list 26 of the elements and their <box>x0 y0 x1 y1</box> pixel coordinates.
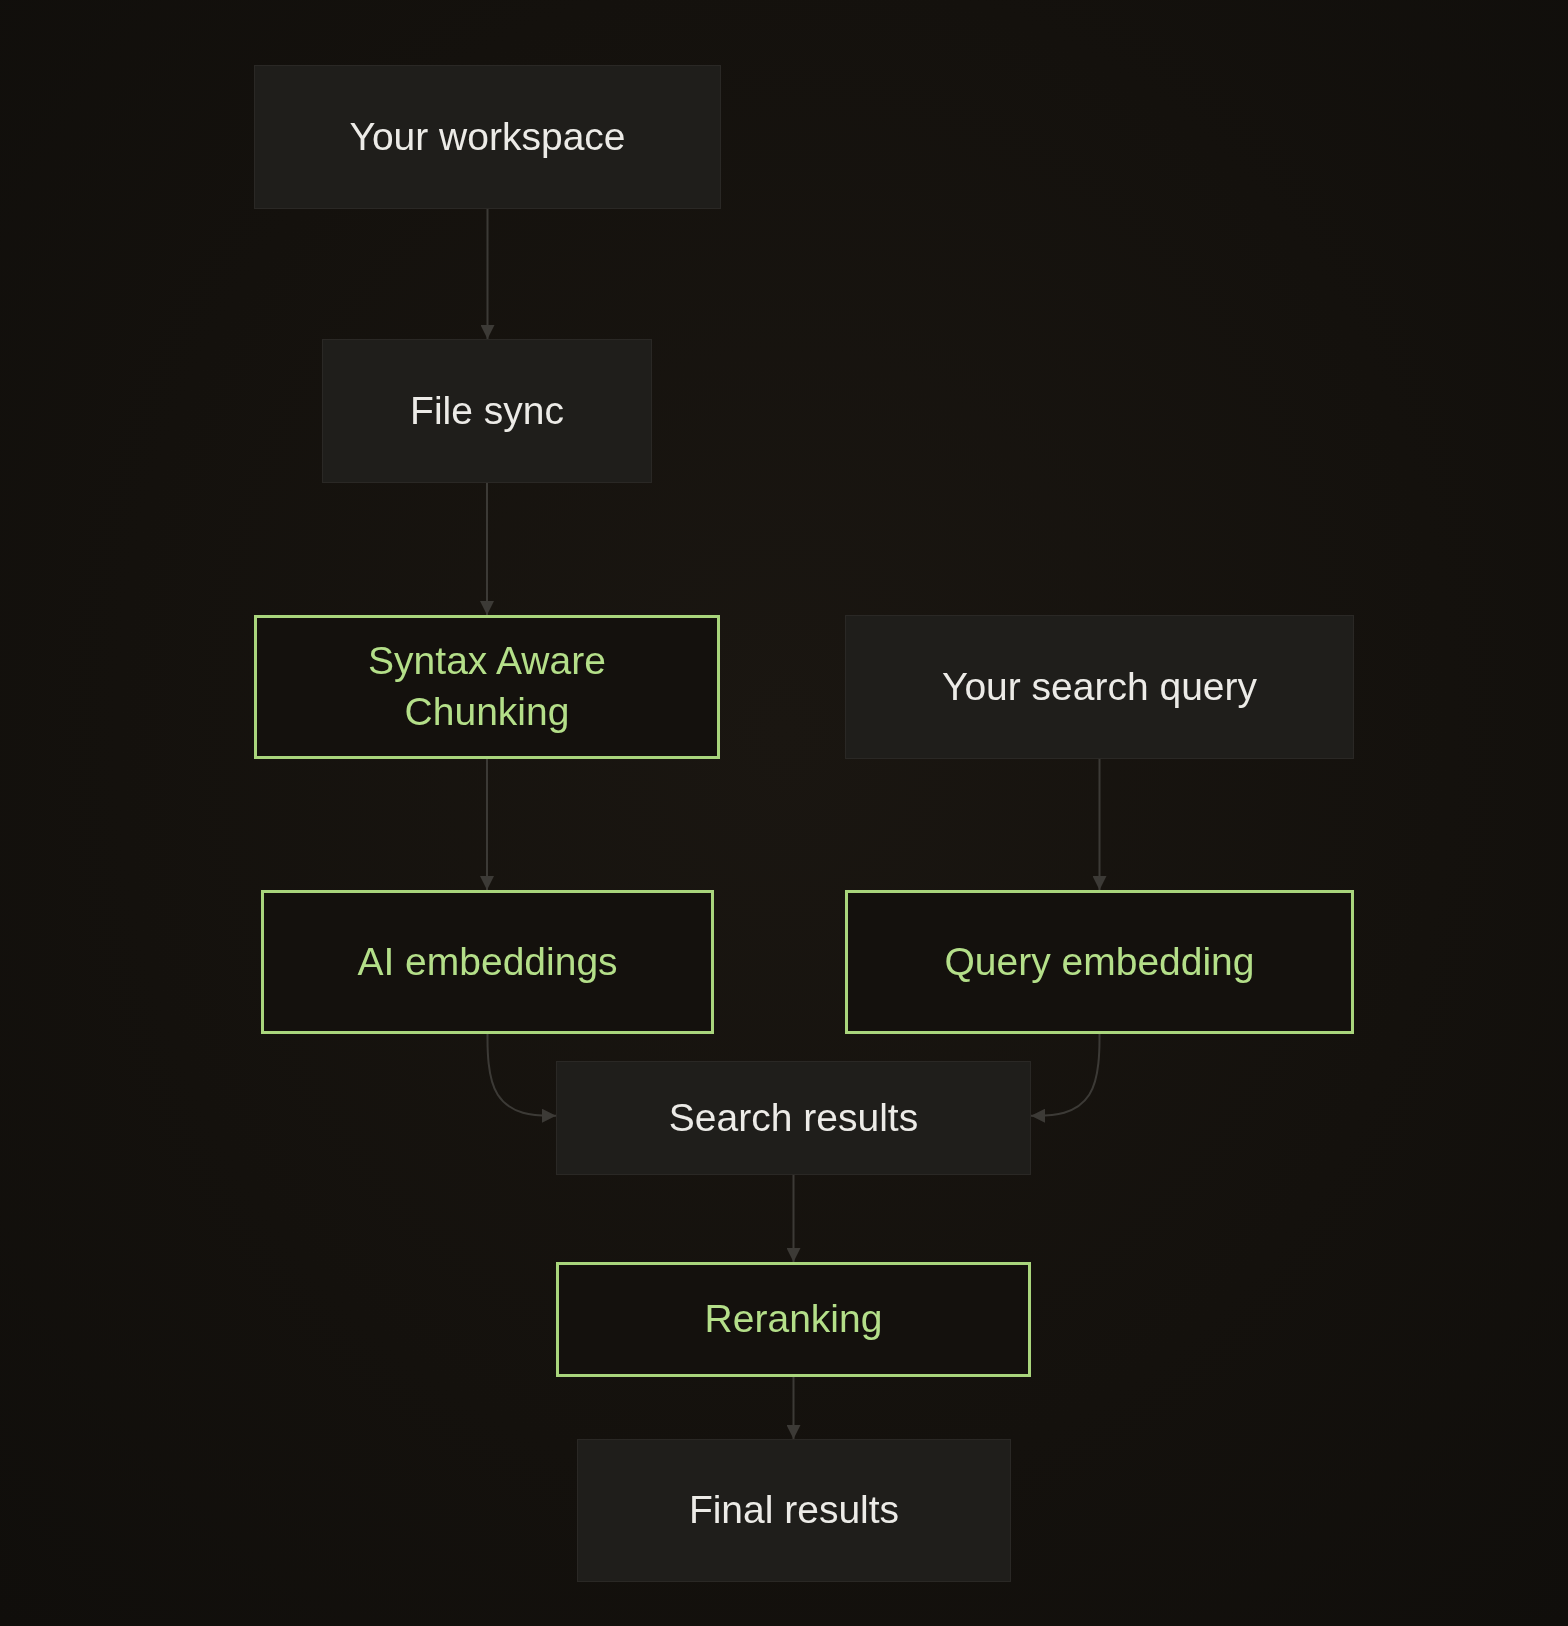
arrow <box>786 1174 801 1263</box>
process-box <box>556 1262 1031 1377</box>
box-label: Your workspace <box>349 113 626 160</box>
box-label: File sync <box>410 387 564 434</box>
process-box <box>845 890 1354 1034</box>
arrow <box>480 482 494 616</box>
box-label: Query embedding <box>944 938 1255 985</box>
box-label: AI embeddings <box>357 938 618 985</box>
box-label: Reranking <box>704 1296 883 1343</box>
process-box <box>254 65 721 209</box>
arrow <box>486 1033 557 1123</box>
arrow <box>480 758 494 891</box>
arrow <box>1092 758 1107 891</box>
process-box <box>556 1061 1031 1175</box>
process-box <box>577 1439 1011 1582</box>
process-box <box>322 339 652 483</box>
process-box <box>254 615 720 759</box>
box-label: Final results <box>688 1487 900 1534</box>
arrow <box>480 208 495 340</box>
process-box <box>261 890 714 1034</box>
process-box <box>845 615 1354 759</box>
box-label: Your search query <box>941 663 1258 710</box>
arrow <box>786 1376 801 1440</box>
box-label: Search results <box>668 1094 919 1141</box>
arrow <box>1030 1033 1101 1123</box>
box-label: Syntax Aware Chunking <box>367 638 607 735</box>
